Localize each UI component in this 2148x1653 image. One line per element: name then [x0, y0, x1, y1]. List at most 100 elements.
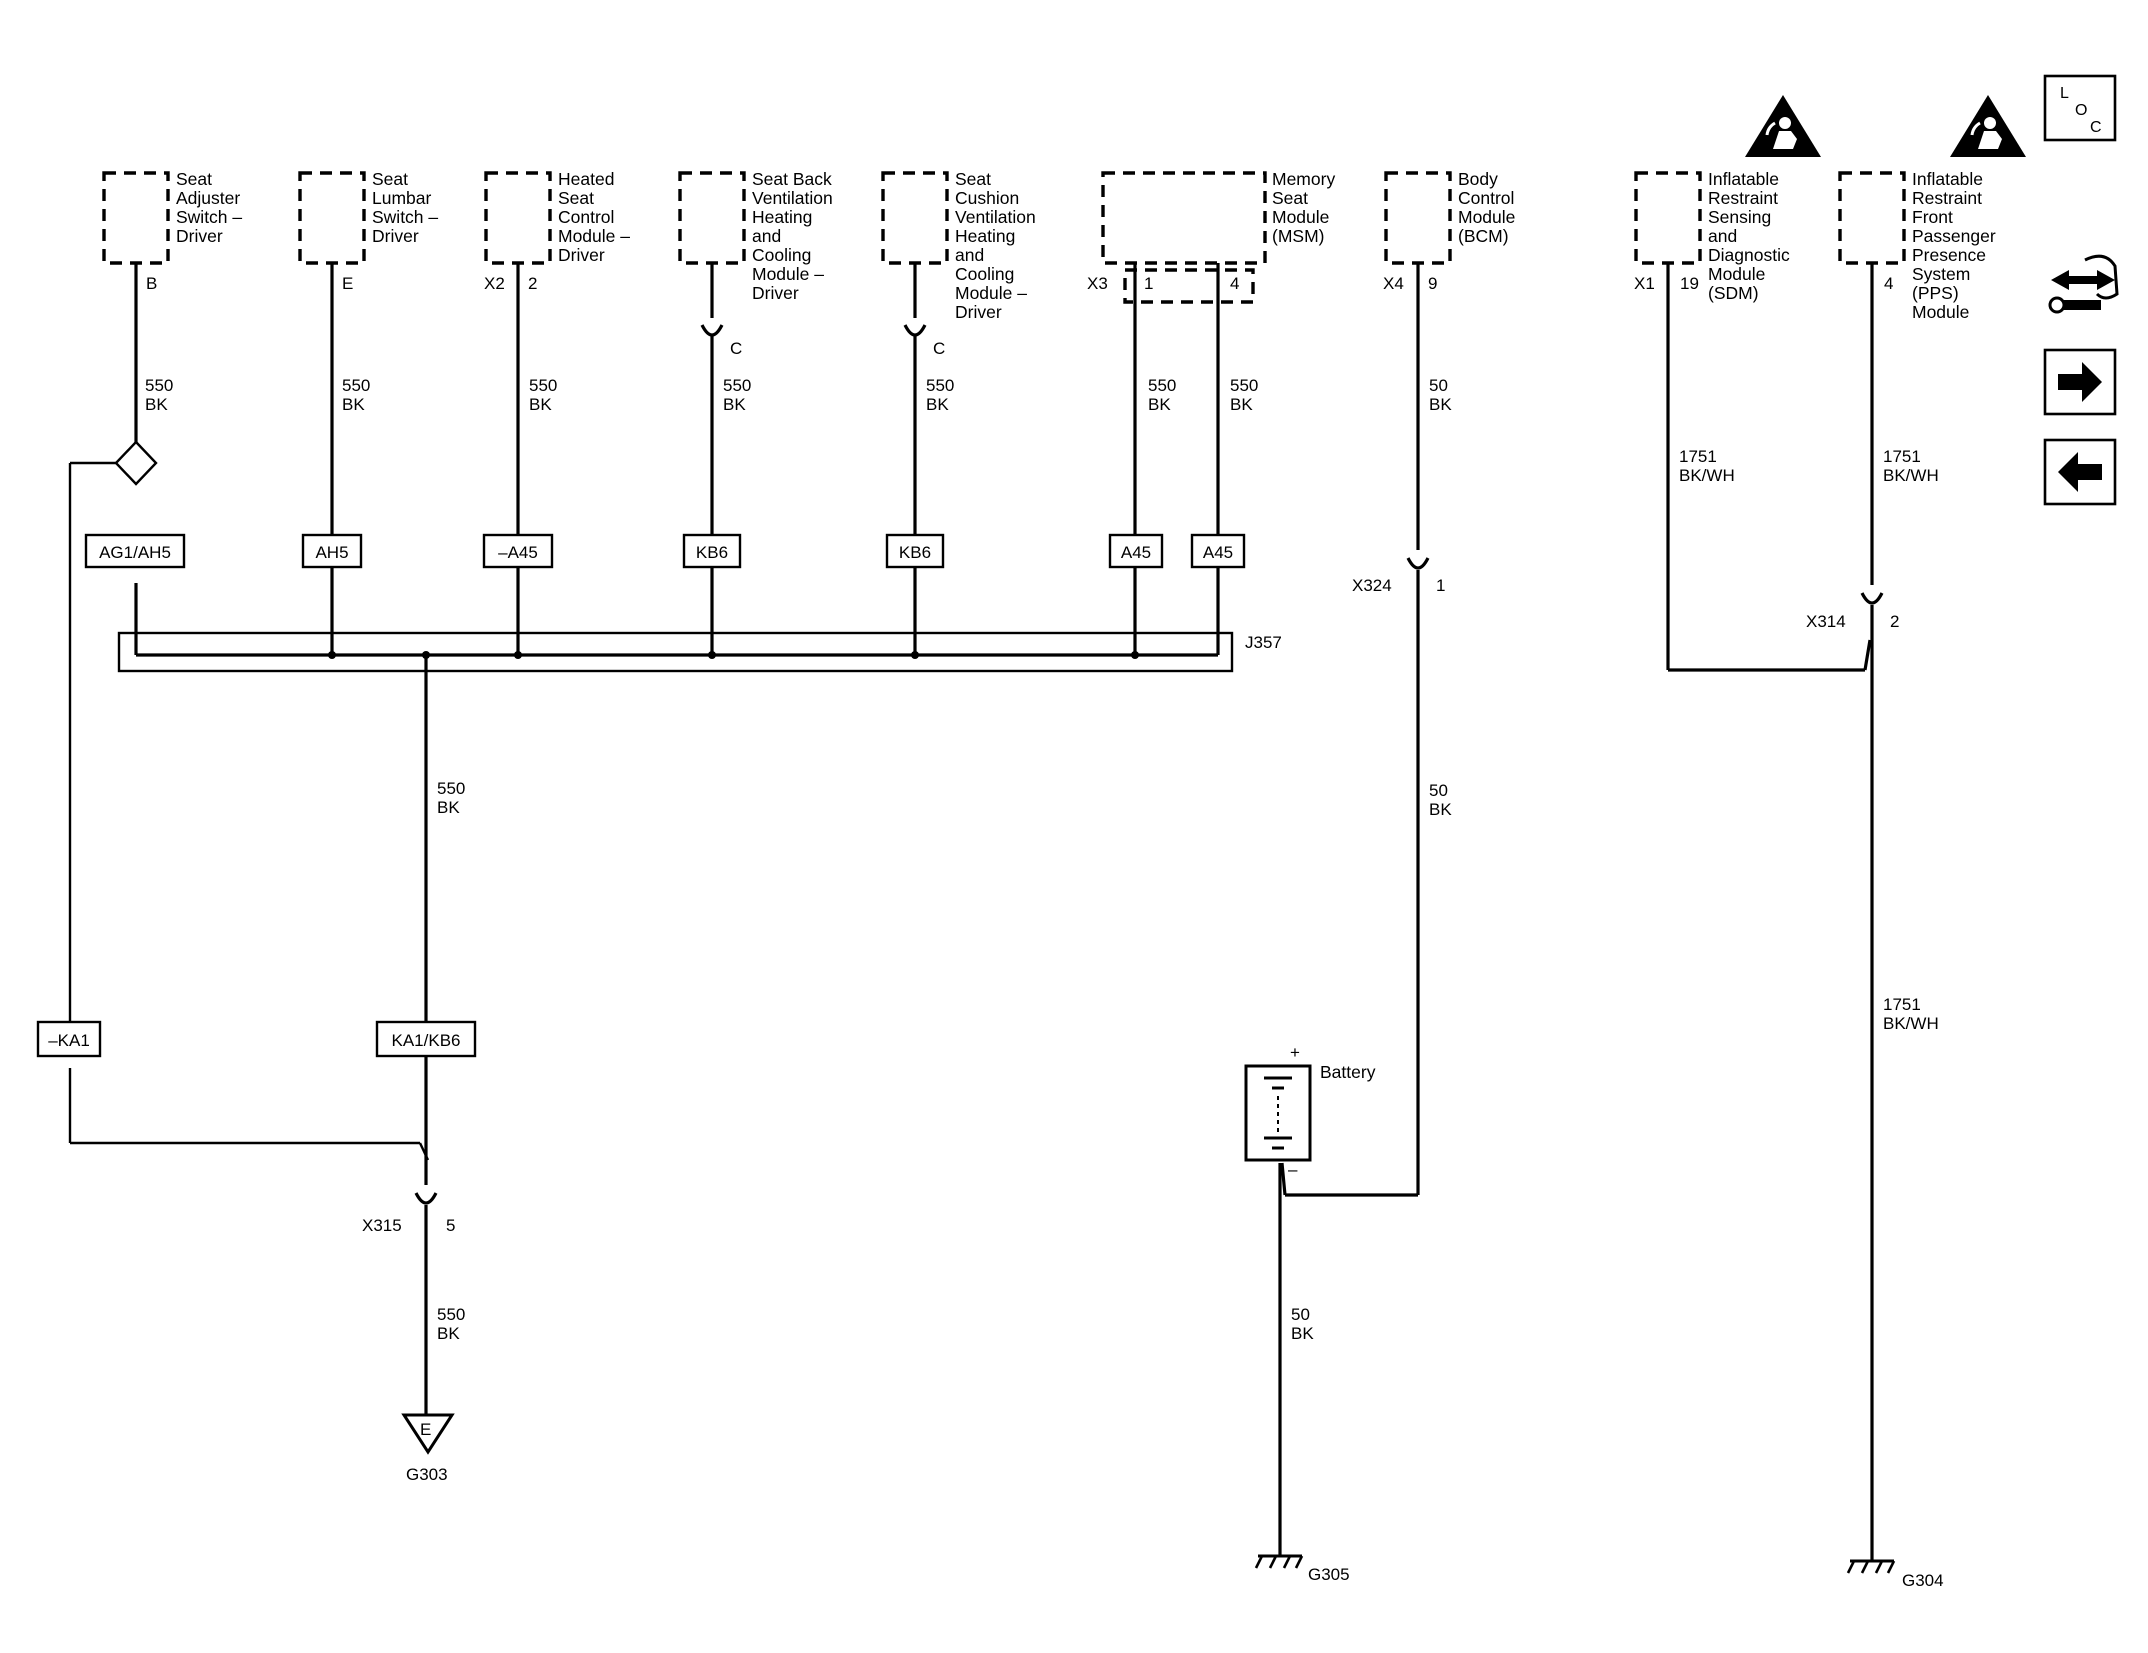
wire-seat-back-ventilation	[700, 263, 724, 655]
wire-color-label: BK/WH	[1883, 1014, 1939, 1033]
module-name-line: Restraint	[1708, 188, 1778, 208]
module-name-line: Inflatable	[1912, 169, 1983, 189]
inline-connector-pin: 1	[1436, 576, 1445, 595]
module-name-line: Seat	[176, 169, 212, 189]
pin-label: C	[730, 339, 742, 358]
wire-color-label: BK/WH	[1883, 466, 1939, 485]
module-name-line: Front	[1912, 207, 1953, 227]
component-locator-icon[interactable]: L O C	[2043, 74, 2117, 142]
battery: + – Battery	[1244, 1043, 1376, 1179]
module-name-line: Control	[558, 207, 614, 227]
ground-name: G304	[1902, 1571, 1944, 1590]
wire-ground-trunk	[414, 655, 438, 1415]
module-name-line: Ventilation	[955, 207, 1036, 227]
module-name-line: Heating	[752, 207, 812, 227]
wire-seat-cushion-ventilation	[903, 263, 927, 655]
harness-routing-icon[interactable]	[2048, 254, 2119, 314]
module-outline	[881, 171, 949, 265]
option-code: –A45	[498, 543, 538, 562]
pin-label: 19	[1680, 274, 1699, 293]
wire-gauge-label: 50	[1429, 376, 1448, 395]
module-name-line: (BCM)	[1458, 226, 1509, 246]
connector-label: X3	[1087, 274, 1108, 293]
module-name-line: Module	[1912, 302, 1969, 322]
module-name-line: Seat	[558, 188, 594, 208]
option-code: KB6	[696, 543, 728, 562]
wire-color-label: BK	[1230, 395, 1253, 414]
module-name-line: (PPS)	[1912, 283, 1959, 303]
wire-gauge-label: 1751	[1883, 447, 1921, 466]
wire-color-label: BK	[926, 395, 949, 414]
loc-letter: L	[2060, 85, 2069, 102]
option-box: –KA1	[36, 1020, 102, 1058]
module-name-line: Cooling	[752, 245, 811, 265]
pin-label: 4	[1230, 274, 1239, 293]
wire-gauge-label: 550	[145, 376, 173, 395]
option-box: AG1/AH5	[84, 533, 186, 569]
module-name-line: System	[1912, 264, 1970, 284]
option-code: KA1/KB6	[392, 1031, 461, 1050]
module-name-line: (SDM)	[1708, 283, 1759, 303]
module-outline	[102, 171, 170, 265]
option-box: KB6	[885, 533, 945, 569]
wire-gauge-label: 550	[1230, 376, 1258, 395]
module-name-line: Heated	[558, 169, 614, 189]
module-name-line: Driver	[955, 302, 1002, 322]
module-name-line: Sensing	[1708, 207, 1771, 227]
wire-color-label: BK	[437, 1324, 460, 1343]
connector-label: X1	[1634, 274, 1655, 293]
wire-color-label: BK	[1291, 1324, 1314, 1343]
module-outline	[1384, 171, 1452, 265]
option-box: KB6	[682, 533, 742, 569]
pin-label: 1	[1144, 274, 1153, 293]
inline-connector-pin: 5	[446, 1216, 455, 1235]
option-box: A45	[1190, 533, 1246, 569]
wire-color-label: BK	[342, 395, 365, 414]
module-name-line: Presence	[1912, 245, 1986, 265]
next-page-arrow-icon[interactable]	[2043, 348, 2117, 416]
pin-label: B	[146, 274, 157, 293]
splice-pack-j357	[117, 631, 1234, 673]
module-name-line: Control	[1458, 188, 1514, 208]
battery-minus: –	[1288, 1160, 1298, 1179]
module-name-line: Module	[1708, 264, 1765, 284]
inline-connector-name: X314	[1806, 612, 1846, 631]
module-name-line: Body	[1458, 169, 1498, 189]
wire-color-label: BK	[1429, 395, 1452, 414]
wire-gauge-label: 550	[437, 779, 465, 798]
module-body-control: Body Control Module (BCM) X4 9	[1383, 169, 1515, 293]
option-code: AH5	[315, 543, 348, 562]
module-outline	[298, 171, 366, 265]
ground-g304: G304	[1846, 1559, 1944, 1590]
module-name-line: Seat	[955, 169, 991, 189]
wire-gauge-label: 550	[1148, 376, 1176, 395]
module-name-line: Driver	[372, 226, 419, 246]
module-name-line: Module	[1272, 207, 1329, 227]
module-name-line: Seat	[372, 169, 408, 189]
wire-color-label: BK	[437, 798, 460, 817]
module-name-line: Switch –	[176, 207, 242, 227]
previous-page-arrow-icon[interactable]	[2043, 438, 2117, 506]
battery-label: Battery	[1320, 1062, 1376, 1082]
pin-label: C	[933, 339, 945, 358]
wire-gauge-label: 1751	[1679, 447, 1717, 466]
module-name-line: Module –	[752, 264, 824, 284]
wire-pps	[1860, 263, 1884, 1561]
module-name-line: Ventilation	[752, 188, 833, 208]
inline-connector-name: X324	[1352, 576, 1392, 595]
module-name-line: and	[955, 245, 984, 265]
wire-color-label: BK	[1429, 800, 1452, 819]
wire-gauge-label: 550	[342, 376, 370, 395]
module-name-line: Cooling	[955, 264, 1014, 284]
module-seat-back-ventilation: Seat Back Ventilation Heating and Coolin…	[678, 169, 833, 358]
ground-g305: G305	[1254, 1554, 1350, 1584]
module-seat-adjuster-switch: Seat Adjuster Switch – Driver B	[102, 169, 242, 293]
splice-label: J357	[1245, 633, 1282, 652]
ground-name: G305	[1308, 1565, 1350, 1584]
wire-gauge-label: 550	[437, 1305, 465, 1324]
pin-label: 4	[1884, 274, 1893, 293]
module-name-line: Diagnostic	[1708, 245, 1790, 265]
wire-color-label: BK/WH	[1679, 466, 1735, 485]
wire-seat-adjuster	[68, 263, 430, 1161]
ground-g303: E G303	[401, 1413, 455, 1484]
